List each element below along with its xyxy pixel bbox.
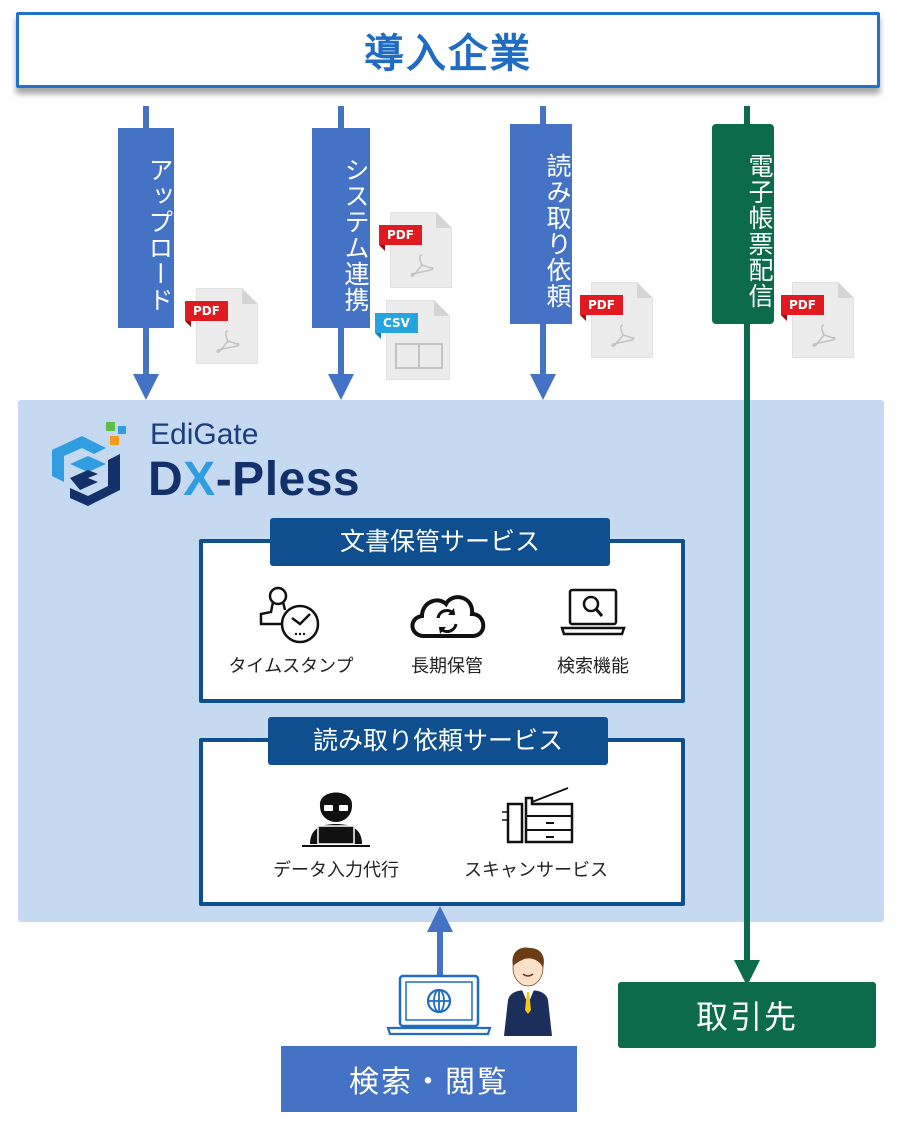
- distribution-arrow-icon: [734, 960, 760, 986]
- cloud-sync-icon: [410, 595, 486, 638]
- distribution-flow-label: 電子帳票配信: [712, 124, 774, 324]
- search-up-line: [437, 930, 443, 986]
- search-function-item: 検索機能: [518, 584, 668, 678]
- edigate-logo-icon: [52, 422, 126, 506]
- brand-x: X: [183, 453, 216, 506]
- brand-pless: -Pless: [215, 453, 361, 506]
- long-term-storage-label: 長期保管: [411, 656, 483, 677]
- data-entry-item: データ入力代行: [256, 782, 416, 882]
- pdf-file-icon: PDF: [185, 288, 258, 364]
- pdf-file-icon: PDF: [580, 282, 653, 358]
- brand-d: D: [148, 453, 184, 506]
- read-request-title: 読み取り依頼サービス: [268, 717, 608, 765]
- pdf-tag: PDF: [580, 295, 623, 321]
- upload-flow-label: アップロード: [118, 128, 174, 328]
- business-partner-box: 取引先: [618, 982, 876, 1048]
- laptop-search-icon: [560, 588, 626, 636]
- pdf-tag: PDF: [379, 225, 422, 251]
- csv-file-icon: CSV: [375, 300, 450, 380]
- search-view-box: 検索・閲覧: [281, 1046, 577, 1112]
- distribution-flow-line-through: [744, 400, 750, 964]
- timestamp-label: タイムスタンプ: [228, 656, 354, 677]
- scan-service-label: スキャンサービス: [464, 860, 608, 881]
- pdf-file-icon: PDF: [379, 212, 452, 288]
- data-entry-label: データ入力代行: [273, 860, 399, 881]
- scanner-icon: [502, 787, 574, 844]
- search-up-arrow-icon: [427, 906, 453, 932]
- upload-arrow-icon: [133, 374, 159, 400]
- brand-edigate: EdiGate: [150, 418, 259, 451]
- pdf-tag: PDF: [781, 295, 824, 321]
- timestamp-icon: [259, 586, 320, 644]
- read-request-flow-label: 読み取り依頼: [510, 124, 572, 324]
- timestamp-item: タイムスタンプ: [216, 584, 366, 678]
- company-title: 導入企業: [364, 31, 532, 77]
- laptop-globe-icon: [386, 974, 492, 1036]
- scan-service-item: スキャンサービス: [456, 782, 616, 882]
- csv-tag: CSV: [375, 313, 418, 339]
- document-storage-title: 文書保管サービス: [270, 518, 610, 566]
- system-arrow-icon: [328, 374, 354, 400]
- brand-dx-pless: DX-Pless: [148, 452, 360, 507]
- read-request-arrow-icon: [530, 374, 556, 400]
- user-avatar-icon: [504, 947, 552, 1036]
- system-flow-label: システム連携: [312, 128, 370, 328]
- long-term-storage-item: 長期保管: [372, 584, 522, 678]
- pdf-file-icon: PDF: [781, 282, 854, 358]
- company-box: 導入企業: [16, 12, 880, 88]
- search-function-label: 検索機能: [557, 656, 629, 677]
- operator-icon: [302, 792, 370, 847]
- pdf-tag: PDF: [185, 301, 228, 327]
